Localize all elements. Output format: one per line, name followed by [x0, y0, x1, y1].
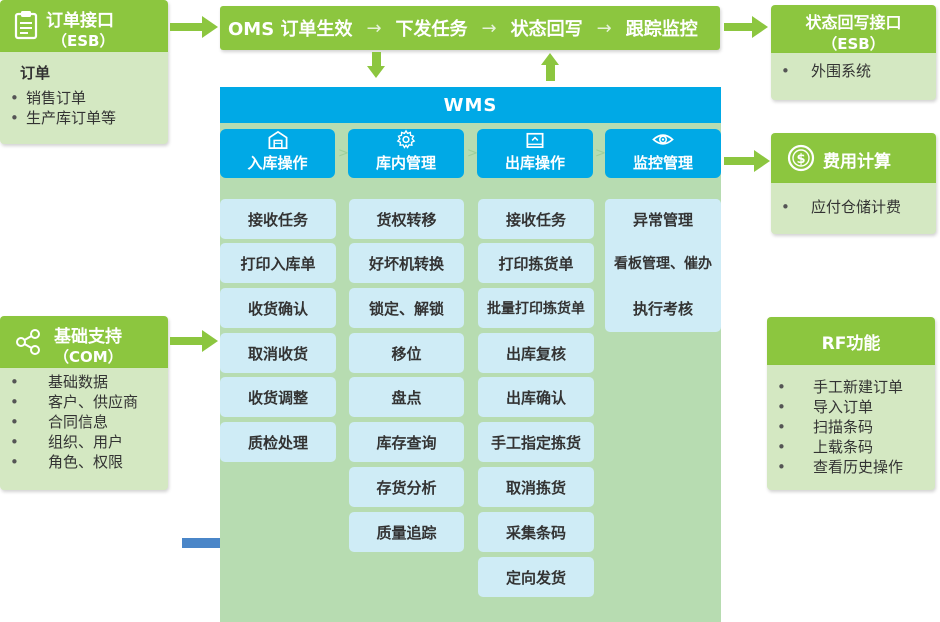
rf-body: 手工新建订单 导入订单 扫描条码 上载条码 查看历史操作	[767, 365, 935, 490]
fee-header: $ 费用计算	[771, 133, 936, 183]
list-item: 查看历史操作	[767, 457, 935, 477]
task-box: 好坏机转换	[349, 243, 464, 283]
task-box: 取消拣货	[478, 467, 594, 507]
status-api-title: 状态回写接口	[805, 13, 902, 32]
task-box: 移位	[349, 333, 464, 373]
outbound-icon	[526, 132, 544, 148]
list-item: 生产库订单等	[0, 108, 168, 128]
task-box: 质检处理	[220, 422, 336, 462]
task-box: 批量打印拣货单	[478, 288, 594, 328]
order-api-list: 销售订单 生产库订单等	[0, 88, 168, 128]
list-item: 角色、权限	[0, 452, 168, 472]
task-box: 看板管理、催办	[605, 243, 721, 283]
chevron-icon: >	[467, 146, 478, 161]
list-item: 外围系统	[771, 61, 936, 81]
order-api-header: 订单接口 （ESB）	[0, 0, 168, 52]
list-item: 销售订单	[0, 88, 168, 108]
task-box: 质量追踪	[349, 512, 464, 552]
module-internal: 库内管理	[348, 129, 464, 178]
task-box: 执行考核	[605, 288, 721, 328]
order-api-title: 订单接口	[46, 11, 114, 31]
flow-arrow-icon: →	[366, 17, 382, 39]
list-item: 扫描条码	[767, 417, 935, 437]
module-label: 入库操作	[247, 154, 308, 172]
fee-body: 应付仓储计费	[771, 183, 936, 234]
oms-flow-bar: OMS 订单生效 → 下发任务 → 状态回写 → 跟踪监控	[220, 6, 720, 50]
oms-step: OMS 订单生效	[228, 19, 353, 40]
gear-icon	[396, 129, 416, 149]
base-support-subtitle: （COM）	[54, 348, 123, 366]
svg-text:$: $	[796, 152, 805, 167]
module-label: 出库操作	[504, 154, 565, 172]
task-box: 采集条码	[478, 512, 594, 552]
list-item: 组织、用户	[0, 432, 168, 452]
task-box: 取消收货	[220, 333, 336, 373]
warehouse-icon	[268, 130, 287, 149]
list-item: 手工新建订单	[767, 377, 935, 397]
list-item: 上载条码	[767, 437, 935, 457]
chevron-icon: >	[595, 146, 606, 161]
list-item: 应付仓储计费	[771, 197, 936, 217]
share-icon	[16, 329, 40, 355]
oms-step: 状态回写	[510, 19, 583, 40]
status-api-subtitle: （ESB）	[822, 35, 885, 53]
task-box: 异常管理	[605, 199, 721, 239]
module-inbound: 入库操作	[220, 129, 335, 178]
base-support-body: 基础数据 客户、供应商 合同信息 组织、用户 角色、权限	[0, 368, 168, 490]
list-item: 客户、供应商	[0, 392, 168, 412]
task-box: 锁定、解锁	[349, 288, 464, 328]
status-api-body: 外围系统	[771, 53, 936, 100]
task-box: 接收任务	[220, 199, 336, 239]
module-label: 库内管理	[375, 154, 436, 172]
order-api-heading: 订单	[20, 64, 51, 82]
list-item: 合同信息	[0, 412, 168, 432]
flow-arrow-icon: →	[596, 17, 612, 39]
status-api-header: 状态回写接口 （ESB）	[771, 5, 936, 53]
task-box: 手工指定拣货	[478, 422, 594, 462]
module-outbound: 出库操作	[477, 129, 593, 178]
task-box: 出库确认	[478, 377, 594, 417]
task-box: 打印拣货单	[478, 243, 594, 283]
task-box: 盘点	[349, 377, 464, 417]
order-api-body: 订单 销售订单 生产库订单等	[0, 52, 168, 144]
coin-icon: $	[787, 144, 815, 172]
list-item: 导入订单	[767, 397, 935, 417]
fee-title: 费用计算	[823, 152, 891, 172]
task-box: 库存查询	[349, 422, 464, 462]
task-box: 定向发货	[478, 557, 594, 597]
chevron-icon: >	[338, 146, 349, 161]
module-monitor: 监控管理	[605, 129, 721, 178]
rf-header: RF功能	[767, 317, 935, 365]
base-support-header: 基础支持 （COM）	[0, 316, 168, 368]
clipboard-icon	[14, 11, 38, 40]
task-box: 收货确认	[220, 288, 336, 328]
task-box: 存货分析	[349, 467, 464, 507]
module-label: 监控管理	[632, 154, 693, 172]
task-box: 打印入库单	[220, 243, 336, 283]
wms-title: WMS	[220, 87, 721, 123]
flow-arrow-icon: →	[481, 17, 497, 39]
eye-icon	[652, 134, 674, 145]
base-support-title: 基础支持	[54, 327, 122, 347]
rf-title: RF功能	[821, 333, 881, 354]
list-item: 基础数据	[0, 372, 168, 392]
task-box: 货权转移	[349, 199, 464, 239]
task-box: 接收任务	[478, 199, 594, 239]
oms-step: 跟踪监控	[625, 19, 698, 40]
task-box: 收货调整	[220, 377, 336, 417]
task-box: 出库复核	[478, 333, 594, 373]
order-api-subtitle: （ESB）	[52, 32, 115, 50]
oms-step: 下发任务	[395, 19, 468, 40]
